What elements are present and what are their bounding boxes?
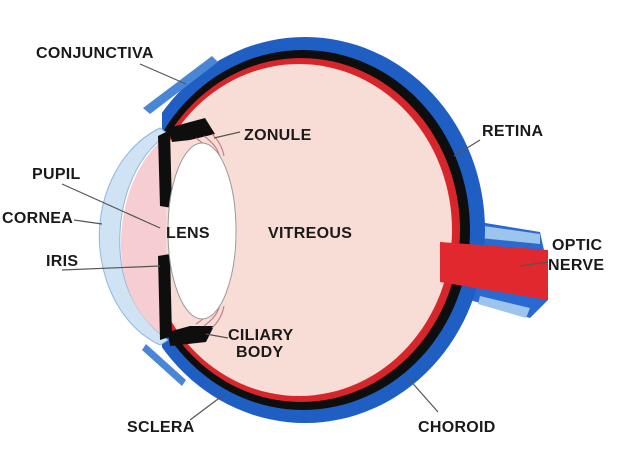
label-pupil: PUPIL	[32, 166, 81, 183]
leader-optic	[519, 261, 549, 267]
label-ciliary-line1: CILIARY	[228, 327, 294, 344]
leader-sclera	[189, 395, 223, 421]
ciliary-body-lower	[168, 326, 214, 346]
leader-choroid	[407, 377, 439, 413]
label-lens: LENS	[166, 225, 210, 242]
leader-zonule	[213, 131, 241, 139]
label-vitreous: VITREOUS	[268, 225, 352, 242]
anterior-chamber	[120, 136, 166, 338]
label-choroid: CHOROID	[418, 419, 496, 436]
label-optic-line2: NERVE	[548, 257, 604, 274]
leader-retina	[453, 139, 481, 157]
leader-pupil	[61, 183, 161, 229]
optic-nerve-sheath-light-lower	[478, 296, 530, 318]
label-retina: RETINA	[482, 123, 543, 140]
label-zonule: ZONULE	[244, 127, 312, 144]
optic-nerve	[440, 242, 548, 300]
lens-shape	[167, 142, 237, 320]
leader-ciliary	[205, 333, 229, 339]
conjunctiva-band	[143, 56, 218, 114]
label-iris: IRIS	[46, 253, 78, 270]
optic-nerve-sheath-light	[470, 224, 540, 244]
sclera-lower-band	[142, 344, 186, 386]
cornea-shape	[98, 127, 169, 346]
leader-cornea	[73, 219, 103, 225]
label-ciliary-line2: BODY	[236, 344, 283, 361]
label-conjunctiva: CONJUNCTIVA	[36, 45, 154, 62]
label-optic-line1: OPTIC	[552, 237, 603, 254]
leader-conjunctiva	[139, 63, 187, 85]
label-cornea: CORNEA	[2, 210, 73, 227]
leader-iris	[61, 265, 161, 271]
label-sclera: SCLERA	[127, 419, 195, 436]
iris-lower	[158, 254, 172, 340]
iris-upper	[158, 130, 172, 208]
ciliary-body-upper	[168, 118, 215, 142]
